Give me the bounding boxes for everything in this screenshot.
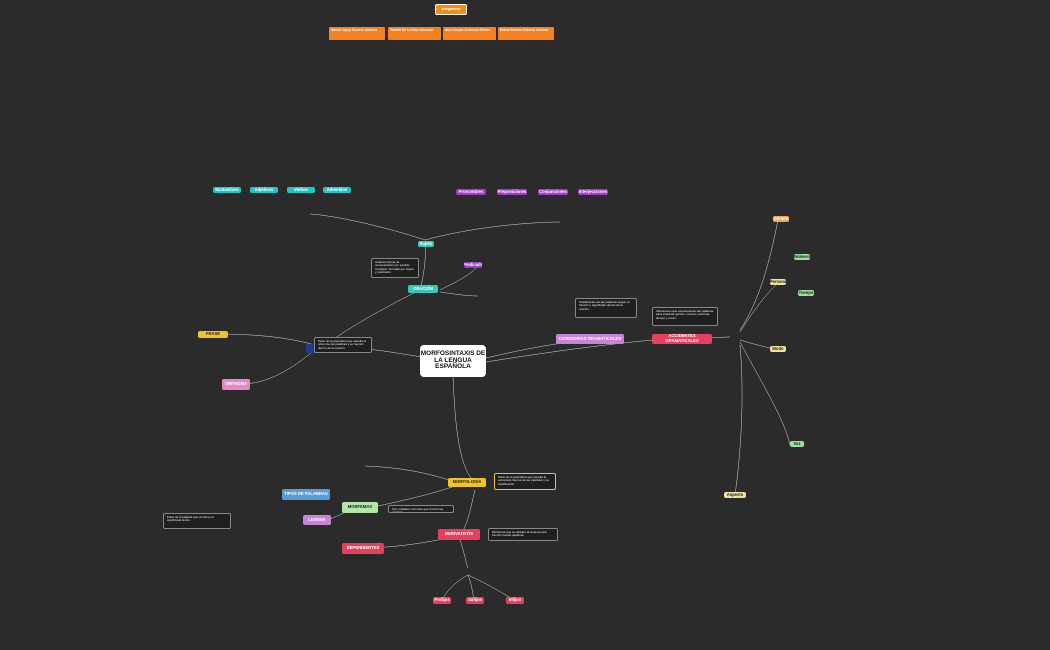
note-categorias: Clasificación de las palabras según su f… — [575, 298, 637, 318]
node-dependientes[interactable]: DEPENDIENTES — [342, 543, 384, 554]
topic-categorias[interactable]: CATEGORIAS GRAMATICALES — [556, 334, 624, 344]
node-tipos-de-palabras[interactable]: TIPOS DE PALABRAS — [282, 489, 330, 500]
category-chip[interactable]: Interjecciones — [578, 189, 608, 195]
node-sintagma[interactable]: SINTAGMA — [222, 379, 250, 390]
topic-morfologia[interactable]: MORFOLOGÍA — [448, 478, 486, 487]
node-oracion[interactable]: ORACIÓN — [408, 285, 438, 293]
node-voz[interactable]: Voz — [790, 441, 804, 447]
node-derivativos[interactable]: DERIVATIVOS — [438, 529, 480, 540]
note-oracion: Unidad mínima de comunicación con sentid… — [371, 258, 419, 278]
category-chip[interactable]: Verbos — [287, 187, 315, 193]
author-4: Estela Romina Cabrera Jiménez — [498, 27, 554, 40]
title-badge: Integrantes — [435, 4, 467, 15]
node-modo[interactable]: Modo — [770, 346, 786, 352]
note-sintaxis: Parte de la gramática que estudia el ord… — [314, 337, 372, 353]
node-frase[interactable]: FRASE — [198, 331, 228, 338]
category-chip[interactable]: Adjetivos — [250, 187, 278, 193]
central-topic[interactable]: MORFOSINTAXIS DE LA LENGUA ESPAÑOLA — [420, 345, 486, 377]
node-tiempo[interactable]: Tiempo — [798, 290, 814, 296]
node-numero[interactable]: Número — [794, 254, 810, 260]
node-sufijos[interactable]: Sufijos — [466, 597, 484, 604]
note-morfemas: Son unidades mínimas que forman las pala… — [388, 505, 454, 513]
category-chip[interactable]: Pronombres — [456, 189, 486, 195]
node-prefijos[interactable]: Prefijos — [433, 597, 451, 604]
category-chip[interactable]: Conjunciones — [538, 189, 568, 195]
node-sujeto[interactable]: Sujeto — [418, 241, 434, 247]
category-chip[interactable]: Adverbios — [323, 187, 351, 193]
author-2: Yamelli De La Cruz Alvarado — [388, 27, 441, 40]
node-genero[interactable]: Género — [773, 216, 789, 222]
note-derivativos: Morfemas que se añaden al lexema para fo… — [488, 528, 558, 541]
topic-accidentes[interactable]: ACCIDENTES GRAMATICALES — [652, 334, 712, 344]
node-infijos[interactable]: Infijos — [506, 597, 524, 604]
node-lexema[interactable]: LEXEMA — [303, 515, 331, 525]
node-predicado[interactable]: Predicado — [464, 262, 482, 268]
node-persona[interactable]: Persona — [770, 279, 786, 285]
note-lexema: Parte de la palabra que contiene el sign… — [163, 513, 231, 529]
note-accidentes: Variaciones que experimentan las palabra… — [652, 307, 718, 326]
author-1: Nohelí Yapsy Romero Jiménez — [329, 27, 385, 40]
node-morfemas[interactable]: MORFEMAS — [342, 502, 378, 513]
node-aspecto[interactable]: Aspecto — [724, 492, 746, 498]
category-chip[interactable]: Sustantivos — [213, 187, 241, 193]
category-chip[interactable]: Preposiciones — [497, 189, 527, 195]
note-morfologia: Parte de la gramática que estudia la est… — [494, 473, 556, 490]
author-3: Ana Claudia Jerónimo Gómez — [443, 27, 496, 40]
